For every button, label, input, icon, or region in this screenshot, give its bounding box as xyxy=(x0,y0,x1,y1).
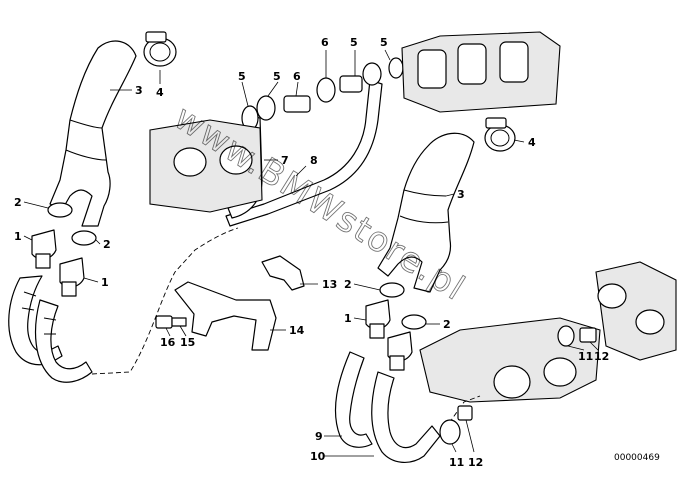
callout-2-left-upper: 2 xyxy=(14,196,22,209)
fitting-12-lower xyxy=(457,405,473,421)
leader-lines xyxy=(23,49,599,457)
callout-12-upper: 12 xyxy=(594,350,609,363)
washer-15 xyxy=(171,317,187,327)
callout-2-left-lower: 2 xyxy=(103,238,111,251)
callout-3-left: 3 xyxy=(135,84,143,97)
callout-15: 15 xyxy=(180,336,195,349)
clamp-left-upper xyxy=(47,202,73,218)
engine-side-block xyxy=(595,261,677,361)
callout-11-lower: 11 xyxy=(449,456,464,469)
clamp-right-lower xyxy=(401,314,427,330)
callout-2-right-lower: 2 xyxy=(443,318,451,331)
callout-10: 10 xyxy=(310,450,326,463)
center-pipe-assembly xyxy=(149,57,404,227)
fitting-12-upper xyxy=(579,327,597,343)
support-bracket-14 xyxy=(174,281,277,351)
washer-5e xyxy=(388,57,404,79)
callout-13: 13 xyxy=(322,278,337,291)
lower-pipe-9 xyxy=(334,351,373,448)
hose-clamp-right xyxy=(484,124,516,152)
bracket-assembly xyxy=(155,255,305,351)
clamp-left-lower xyxy=(71,230,97,246)
intake-manifold-top xyxy=(401,31,561,113)
callout-1-left-lower: 1 xyxy=(101,276,109,289)
union-5c xyxy=(339,75,363,93)
lower-pipe-left-b xyxy=(34,299,93,383)
callout-4-left: 4 xyxy=(156,86,164,99)
callout-1-right: 1 xyxy=(344,312,352,325)
callout-4-right: 4 xyxy=(528,136,536,149)
bolt-16 xyxy=(155,315,173,329)
callout-14: 14 xyxy=(289,324,305,337)
callout-6-b: 6 xyxy=(321,36,329,49)
nut-11-lower xyxy=(439,419,461,445)
callout-labels: 3 4 5 5 6 6 5 5 7 8 2 1 2 1 4 3 13 2 1 2… xyxy=(14,36,609,469)
bracket-13 xyxy=(261,255,305,291)
washer-5b xyxy=(256,95,276,121)
callout-16: 16 xyxy=(160,336,176,349)
callout-5-c: 5 xyxy=(350,36,358,49)
nut-11-upper xyxy=(557,325,575,347)
callout-5-b: 5 xyxy=(273,70,281,83)
callout-12-lower: 12 xyxy=(468,456,483,469)
union-6a xyxy=(283,95,311,113)
callout-3-right: 3 xyxy=(457,188,465,201)
clamp-right-upper xyxy=(379,282,405,298)
washer-5d xyxy=(362,62,382,86)
document-id: 00000469 xyxy=(614,453,660,463)
lower-pipe-left-a xyxy=(8,275,63,366)
callout-9: 9 xyxy=(315,430,323,443)
gasket-6b xyxy=(316,77,336,103)
callout-1-left-upper: 1 xyxy=(14,230,22,243)
callout-5-d: 5 xyxy=(380,36,388,49)
callout-11-upper: 11 xyxy=(578,350,593,363)
callout-7: 7 xyxy=(281,154,289,167)
callout-5-a: 5 xyxy=(238,70,246,83)
left-air-hose-assembly xyxy=(8,31,239,383)
right-air-hose-assembly xyxy=(334,117,677,463)
callout-2-right-upper: 2 xyxy=(344,278,352,291)
callout-8: 8 xyxy=(310,154,318,167)
callout-6-a: 6 xyxy=(293,70,301,83)
upper-hose-left xyxy=(49,40,137,227)
